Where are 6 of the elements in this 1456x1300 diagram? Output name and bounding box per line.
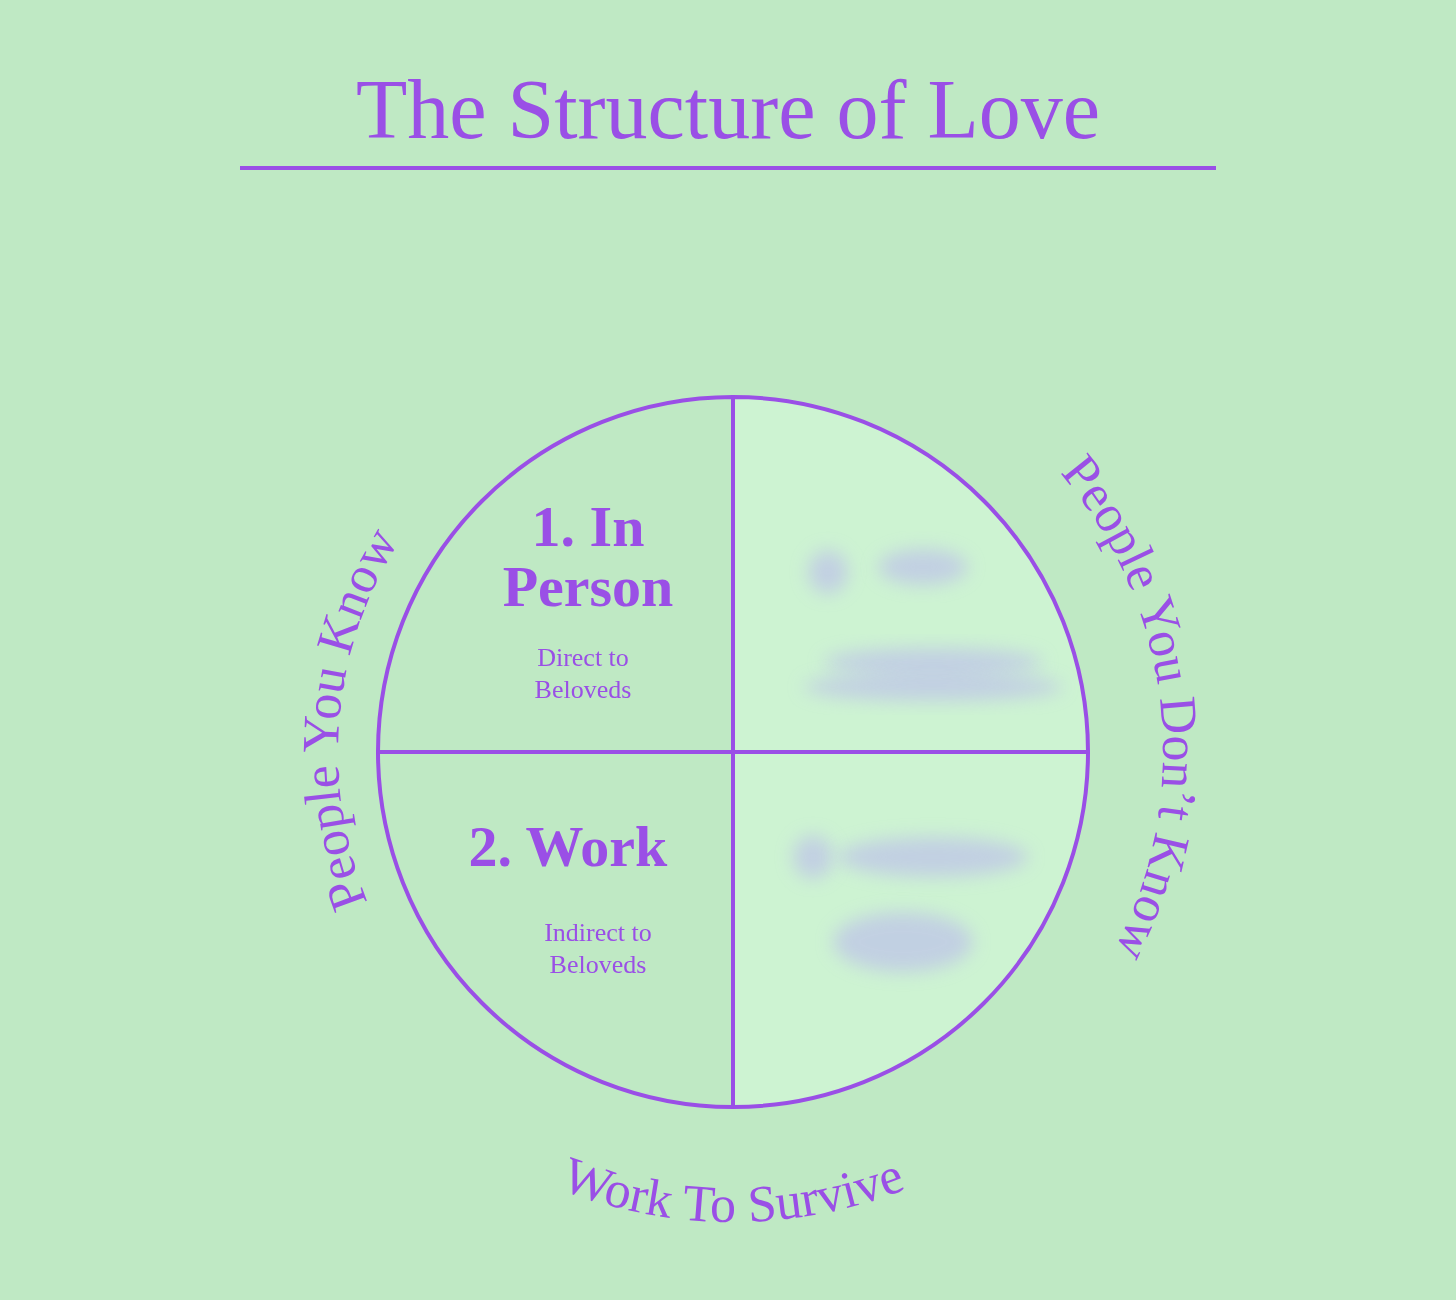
title: The Structure of Love [240, 60, 1216, 170]
quadrant-heading: 1. In Person [501, 497, 675, 617]
quadrant-heading: 2. Work [467, 817, 669, 877]
quadrant-description: Indirect to Beloveds [543, 917, 653, 981]
curved-label: Work To Survive [555, 1145, 911, 1234]
quadrant-description: Direct to Beloveds [533, 642, 633, 706]
